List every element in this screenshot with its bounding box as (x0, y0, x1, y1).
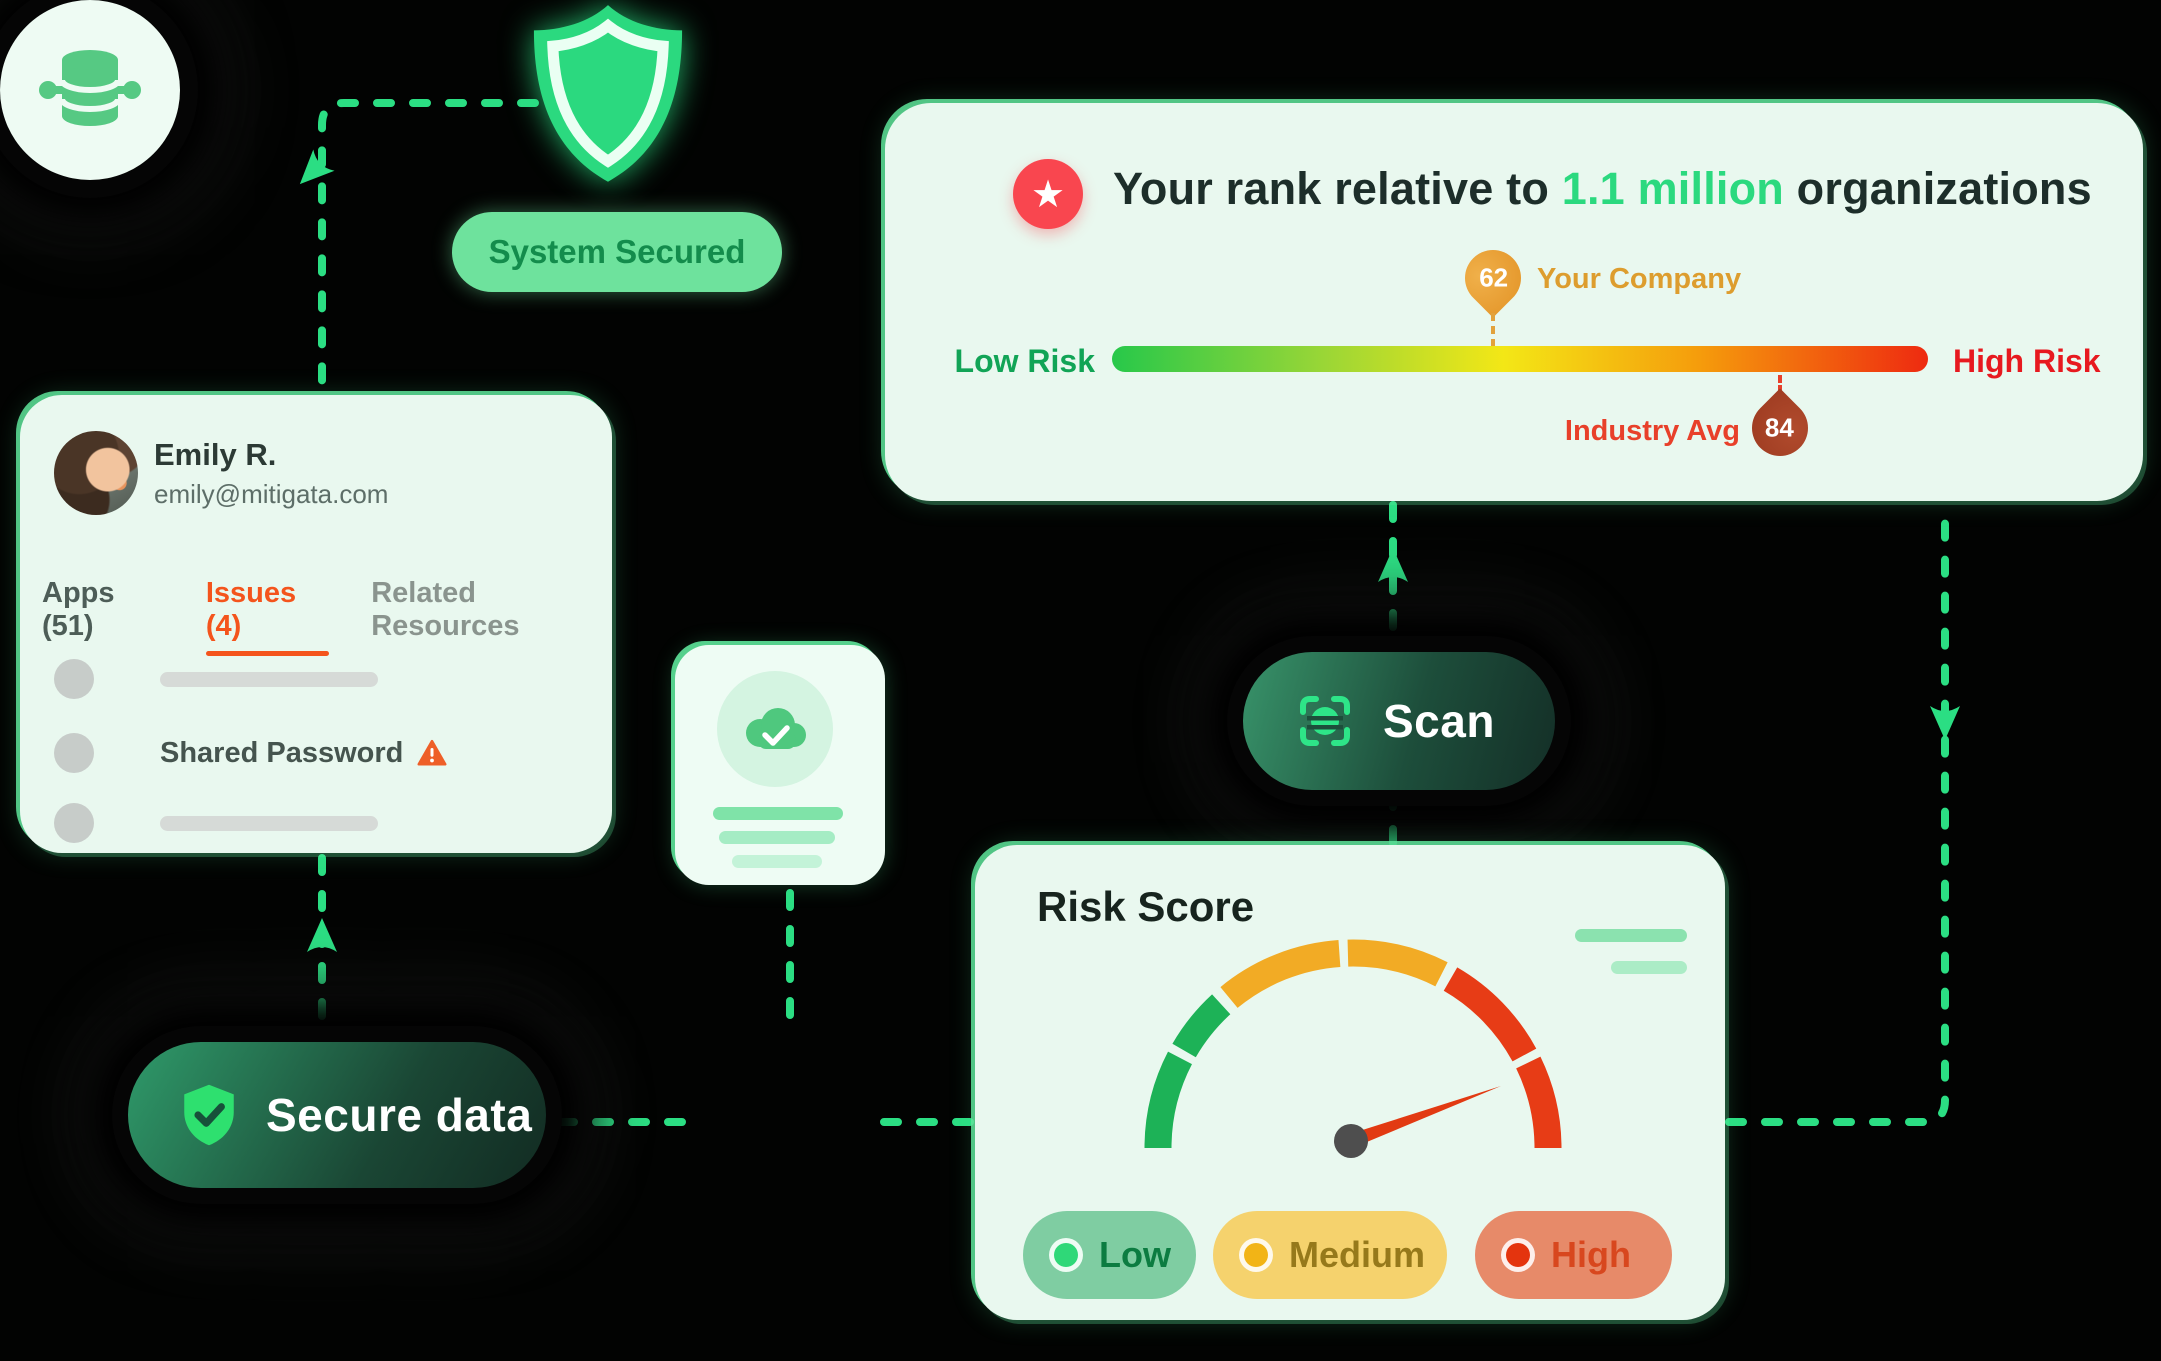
scan-button-label: Scan (1383, 695, 1495, 747)
arrowhead-up-rankpanel (1378, 548, 1408, 582)
shield-check-icon (184, 1084, 234, 1146)
rank-panel: ★ Your rank relative to 1.1 million orga… (885, 103, 2143, 501)
legend-medium: Medium (1213, 1211, 1447, 1299)
shared-password-label: Shared Password (160, 736, 404, 769)
tab-issues[interactable]: Issues (4) (205, 577, 330, 656)
cloud-report-card (675, 645, 885, 885)
system-secured-label: System Secured (488, 233, 746, 270)
menu-lines-icon (1611, 961, 1687, 974)
low-risk-label: Low Risk (954, 343, 1095, 379)
list-item (54, 657, 378, 701)
list-item (54, 801, 378, 845)
secure-data-label: Secure data (266, 1089, 533, 1141)
risk-gradient-bar (1112, 346, 1928, 372)
scan-button[interactable]: Scan (1243, 652, 1555, 790)
wire-rankpanel-to-riskcard (1725, 501, 1949, 1126)
placeholder-line (732, 855, 822, 868)
placeholder-line (719, 831, 835, 844)
user-email: emily@mitigata.com (154, 479, 389, 509)
star-icon: ★ (1013, 159, 1083, 229)
gauge-segment-yellow (1347, 939, 1448, 987)
legend-low: Low (1023, 1211, 1196, 1299)
placeholder-bar (160, 671, 378, 687)
industry-marker-badge: 84 (1740, 388, 1820, 468)
menu-lines-icon (1575, 929, 1687, 942)
risk-gauge (1144, 939, 1562, 1158)
system-secured-badge: System Secured (452, 212, 782, 292)
legend-high: High (1475, 1211, 1672, 1299)
gauge-hub (1334, 1124, 1368, 1158)
user-card-tabs: Apps (51) Issues (4) Related Resources (42, 577, 612, 656)
list-bullet (54, 659, 94, 699)
list-bullet (54, 803, 94, 843)
gauge-segment-red (1516, 1056, 1562, 1149)
shield-icon (533, 5, 683, 182)
tab-related-resources[interactable]: Related Resources (371, 577, 520, 642)
avatar (54, 431, 138, 515)
high-dot-icon (1501, 1238, 1535, 1272)
user-card: Emily R. emily@mitigata.com Apps (51) Is… (20, 395, 612, 853)
gauge-segment-red (1443, 967, 1537, 1062)
gauge-segment-green (1172, 994, 1231, 1058)
scan-icon (1300, 696, 1350, 746)
risk-score-title: Risk Score (1037, 883, 1255, 930)
database-icon (39, 50, 141, 126)
cloud-check-icon (717, 671, 833, 787)
company-marker-badge: 62 (1453, 238, 1533, 318)
industry-marker-label: Industry Avg (1564, 415, 1740, 447)
tab-issues-underline (205, 651, 330, 656)
risk-score-card: Risk Score Low Medium High (975, 845, 1725, 1320)
rank-title: Your rank relative to 1.1 million organi… (1113, 163, 2092, 214)
medium-dot-icon (1239, 1238, 1273, 1272)
high-risk-label: High Risk (1953, 343, 2101, 379)
list-item-shared-password: Shared Password (54, 731, 447, 775)
tab-apps[interactable]: Apps (51) (42, 577, 115, 642)
warning-icon (417, 739, 447, 766)
rank-title-highlight: 1.1 million (1561, 163, 1784, 214)
gauge-segment-green (1144, 1051, 1193, 1149)
list-bullet (54, 733, 94, 773)
gauge-needle (1348, 1086, 1501, 1148)
arrowhead-down-right (1930, 706, 1960, 740)
secure-data-button[interactable]: Secure data (128, 1042, 546, 1188)
company-marker-label: Your Company (1537, 263, 1742, 295)
placeholder-line (713, 807, 843, 820)
low-dot-icon (1049, 1238, 1083, 1272)
arrowhead-up-usercard (307, 918, 337, 952)
placeholder-bar (160, 815, 378, 831)
database-node (0, 0, 180, 180)
arrowhead-to-usercard (299, 149, 335, 185)
company-marker-line (1491, 313, 1495, 347)
wire-shield-to-usercard (318, 99, 539, 392)
gauge-segment-yellow (1220, 940, 1341, 1009)
user-name: Emily R. (154, 437, 277, 472)
